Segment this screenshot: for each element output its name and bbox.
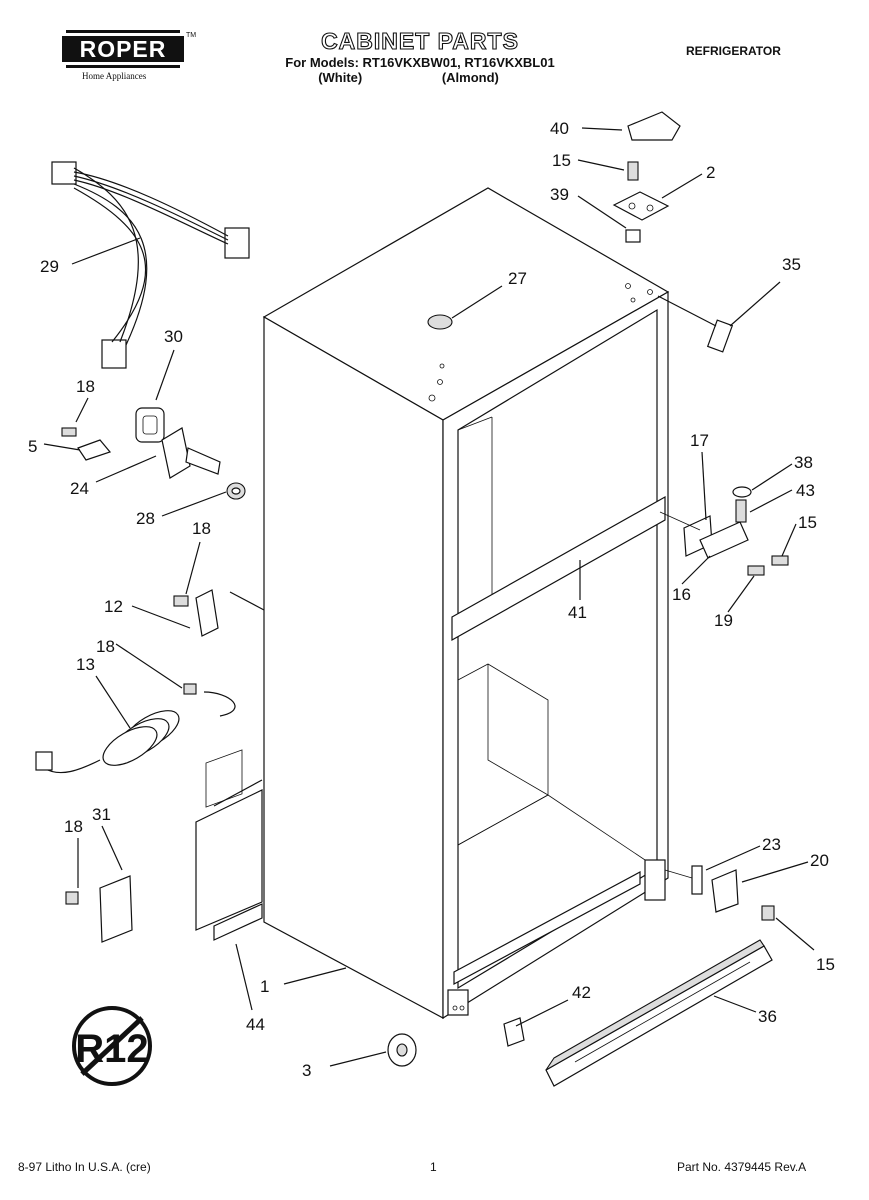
logo-rule-bottom [66,65,180,68]
screw-15-top [627,161,639,181]
callout-18-c: 18 [96,637,115,656]
access-cover-31 [65,875,133,943]
trademark-mark: TM [186,32,197,39]
page-title: CABINET PARTS [321,27,519,54]
callout-18-d: 18 [64,817,83,836]
part-number: Part No. 4379445 Rev.A [677,1160,807,1174]
brand-tagline: Home Appliances [82,71,147,81]
page-number: 1 [430,1160,437,1174]
callout-3: 3 [302,1061,311,1080]
bottom-hinge-group [664,865,775,921]
no-r12-symbol: R12 [72,1006,152,1086]
models-line: For Models: RT16VKXBW01, RT16VKXBL01 [285,55,555,70]
callout-23: 23 [762,835,781,854]
clip-42 [503,1017,525,1047]
color-almond: (Almond) [441,70,499,85]
top-hinge-2 [612,191,670,221]
callout-12: 12 [104,597,123,616]
callout-35: 35 [782,255,801,274]
callout-44: 44 [246,1015,265,1034]
brand-logo: ROPER TM Home Appliances [62,28,196,88]
shim-39 [625,229,641,243]
callout-40: 40 [550,119,569,138]
callout-15-c: 15 [816,955,835,974]
callout-2: 2 [706,163,715,182]
callout-28: 28 [136,509,155,528]
bracket-44 [195,749,263,941]
plug-27 [427,314,453,330]
callout-16: 16 [672,585,691,604]
logo-rule-top [66,30,180,33]
callout-1: 1 [260,977,269,996]
product-type: REFRIGERATOR [686,44,781,58]
toe-grille-36 [545,939,773,1087]
power-cord-13 [35,683,236,774]
callout-41: 41 [568,603,587,622]
grommet-30 [135,407,165,443]
callout-17: 17 [690,431,709,450]
callout-29: 29 [40,257,59,276]
cabinet-body [262,187,670,1020]
wire-harness-29 [51,161,250,369]
callout-30: 30 [164,327,183,346]
callout-42: 42 [572,983,591,1002]
clamp-12 [173,589,265,637]
receptacle-24 [161,427,221,479]
title-block: CABINET PARTS For Models: RT16VKXBW01, R… [250,27,590,85]
callout-43: 43 [796,481,815,500]
callout-39: 39 [550,185,569,204]
callout-18-b: 18 [192,519,211,538]
washer-28 [226,482,246,500]
callout-18-a: 18 [76,377,95,396]
pin-cover-35 [657,295,734,353]
hinge-cover-40 [627,111,681,141]
callout-labels: 40 15 2 39 35 29 27 30 18 5 24 28 18 12 … [28,119,835,1080]
callout-27: 27 [508,269,527,288]
callout-5: 5 [28,437,37,456]
callout-13: 13 [76,655,95,674]
clip-5 [61,427,112,461]
callout-24: 24 [70,479,89,498]
roller-3 [387,1033,417,1067]
callout-15-b: 15 [798,513,817,532]
callout-38: 38 [794,453,813,472]
callout-15-a: 15 [552,151,571,170]
callout-36: 36 [758,1007,777,1026]
brand-name: ROPER [62,36,184,62]
print-info: 8-97 Litho In U.S.A. (cre) [18,1160,151,1174]
color-line: (White) (Almond) [250,70,590,85]
leader-lines [43,127,815,1067]
callout-20: 20 [810,851,829,870]
center-hinge-group [659,486,789,576]
callout-19: 19 [714,611,733,630]
color-white: (White) [318,70,363,85]
callout-31: 31 [92,805,111,824]
